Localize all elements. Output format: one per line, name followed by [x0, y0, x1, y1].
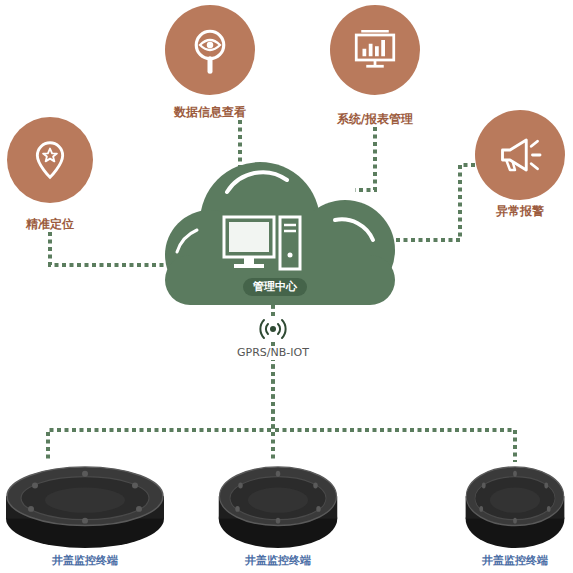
- feature-circle-part-part: [207, 42, 214, 49]
- terminal-node-part-part: [513, 518, 517, 524]
- feature-label: 系统/报表管理: [337, 112, 413, 127]
- feature-circle-part-part: [381, 40, 385, 56]
- feature-node: 数据信息查看: [165, 5, 255, 120]
- cloud-node-part-part: [244, 257, 254, 264]
- feature-circle-part: [185, 25, 235, 75]
- wireless-wave: [266, 324, 268, 334]
- feature-circle-part-part: [196, 31, 224, 59]
- terminal-node-part-part: [490, 487, 540, 512]
- terminal-node-part-part: [32, 483, 38, 489]
- wireless-dot: [270, 326, 276, 332]
- feature-circle-part-part: [208, 59, 213, 72]
- terminal-node-part-part: [21, 477, 149, 520]
- feature-node: 异常报警: [475, 110, 565, 219]
- terminal-node-part-part: [544, 483, 548, 489]
- terminal-node-part: [218, 462, 338, 550]
- cloud-node-part-part: [234, 264, 264, 268]
- terminal-node-part-part: [547, 506, 551, 512]
- feature-circle: [330, 5, 420, 95]
- dotted-connector: [273, 297, 515, 462]
- network-label: GPRS/NB-IOT: [234, 346, 312, 360]
- feature-node: 系统/报表管理: [330, 5, 420, 127]
- terminal-node-part-part: [313, 483, 318, 489]
- terminal-node-part-part: [136, 506, 142, 512]
- feature-circle-part-part: [37, 143, 62, 178]
- cloud-node-part-part: [224, 217, 274, 257]
- terminal-node-part-part: [132, 483, 138, 489]
- feature-label: 精准定位: [26, 217, 74, 232]
- cloud-node-part-part: [229, 222, 269, 252]
- cloud-node: 管理中心: [195, 185, 355, 297]
- dotted-connector: [48, 297, 273, 462]
- terminal-node-part-part: [230, 477, 326, 520]
- terminal-node-part-part: [28, 506, 34, 512]
- terminal-node-part-part: [82, 471, 88, 477]
- feature-circle-part: [495, 130, 545, 180]
- terminal-node-part-part: [220, 467, 337, 526]
- dotted-connector: [355, 127, 375, 190]
- terminal-node: 井盖监控终端: [5, 462, 165, 568]
- feature-circle-part-part: [506, 160, 515, 170]
- terminal-node-part-part: [7, 467, 163, 526]
- cloud-node-part: [222, 215, 302, 275]
- feature-circle-part-part: [375, 46, 379, 56]
- terminal-node-part-part: [482, 483, 486, 489]
- terminal-node-part-part: [45, 487, 125, 512]
- feature-circle: [7, 117, 93, 203]
- feature-circle-part: [350, 25, 400, 75]
- terminal-node-part-part: [238, 483, 243, 489]
- feature-circle-part: [27, 137, 73, 183]
- terminal-node: 井盖监控终端: [218, 462, 338, 568]
- terminal-label: 井盖监控终端: [245, 554, 311, 568]
- terminal-node: 井盖监控终端: [465, 462, 565, 568]
- terminal-node-part-part: [276, 471, 281, 477]
- cloud-node-part-part: [280, 217, 300, 269]
- cloud-node-part-part: [335, 219, 373, 240]
- feature-circle-part-part: [200, 40, 220, 50]
- terminal-node-part-part: [513, 471, 517, 477]
- terminal-node-part-part: [235, 506, 240, 512]
- feature-circle: [475, 110, 565, 200]
- terminal-node-part-part: [479, 506, 483, 512]
- cloud-node-part-part: [284, 230, 296, 233]
- wireless-wave: [260, 320, 264, 338]
- terminal-node-part: [5, 462, 165, 550]
- cloud-node-part-part: [288, 253, 293, 258]
- terminal-node-part-part: [82, 518, 88, 524]
- terminal-node-part: [465, 462, 565, 550]
- wireless-wave: [278, 324, 280, 334]
- wireless-symbol: [258, 316, 288, 342]
- feature-circle-part-part: [43, 149, 57, 162]
- terminal-label: 井盖监控终端: [482, 554, 548, 568]
- pill-row: 管理中心: [195, 275, 355, 296]
- feature-circle-part-part: [366, 65, 384, 68]
- feature-circle-part-part: [363, 49, 367, 57]
- feature-label: 异常报警: [496, 204, 544, 219]
- feature-circle-part-part: [361, 30, 389, 33]
- cloud-node-part-part: [177, 230, 197, 252]
- feature-circle: [165, 5, 255, 95]
- feature-circle-part-part: [356, 35, 394, 60]
- feature-circle-part-part: [369, 44, 373, 57]
- terminal-node-part-part: [475, 477, 555, 520]
- feature-label: 数据信息查看: [174, 105, 246, 120]
- cloud-node-part-part: [227, 172, 287, 192]
- terminal-node-part-part: [276, 518, 281, 524]
- wireless-wave: [282, 320, 286, 338]
- cloud-node-part-part: [284, 224, 296, 227]
- terminal-label: 井盖监控终端: [52, 554, 118, 568]
- feature-node: 精准定位: [7, 117, 93, 232]
- feature-circle-part-part: [531, 141, 540, 169]
- feature-circle-part-part: [503, 140, 527, 170]
- wireless-ground: [258, 316, 288, 342]
- terminal-node-part-part: [248, 487, 308, 512]
- center-label: 管理中心: [243, 278, 307, 296]
- terminal-node-part-part: [466, 467, 564, 526]
- terminal-node-part-part: [316, 506, 321, 512]
